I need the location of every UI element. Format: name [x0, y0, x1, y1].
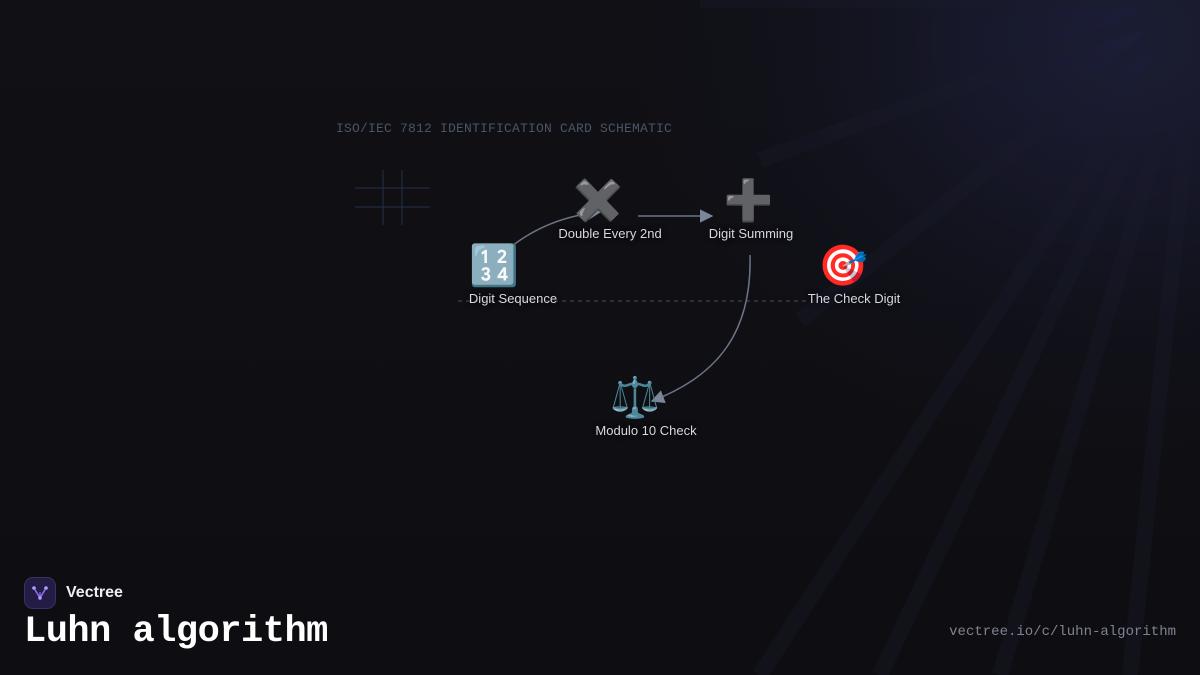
node-label-modulo-10-check: Modulo 10 Check	[595, 423, 697, 438]
input-numbers-icon: 🔢	[469, 243, 519, 289]
node-check-digit: 🎯 The Check Digit	[808, 243, 900, 306]
edge-summing-to-modulo	[650, 254, 751, 403]
brand: Vectree	[24, 577, 123, 609]
node-digit-summing: ➕ Digit Summing	[709, 178, 794, 241]
page-url[interactable]: vectree.io/c/luhn-algorithm	[949, 624, 1176, 640]
multiply-icon: ✖️	[573, 178, 623, 224]
vectree-logo-icon	[24, 577, 56, 609]
plus-icon: ➕	[723, 178, 774, 224]
grid-glyph	[355, 170, 430, 225]
node-digit-sequence: 🔢 Digit Sequence	[469, 243, 557, 306]
balance-scale-icon: ⚖️	[610, 375, 660, 421]
node-modulo-10-check: ⚖️ Modulo 10 Check	[595, 375, 696, 438]
node-label-double-every-2nd: Double Every 2nd	[558, 226, 662, 241]
node-label-check-digit: The Check Digit	[807, 291, 901, 306]
schematic-label: ISO/IEC 7812 IDENTIFICATION CARD SCHEMAT…	[336, 121, 673, 136]
page-title: Luhn algorithm	[24, 611, 328, 653]
brand-name: Vectree	[66, 584, 123, 601]
node-double-every-2nd: ✖️ Double Every 2nd	[558, 178, 661, 241]
node-label-digit-summing: Digit Summing	[708, 226, 794, 241]
edge-sequence-to-double	[497, 206, 602, 259]
target-icon: 🎯	[818, 243, 868, 289]
node-label-digit-sequence: Digit Sequence	[468, 291, 558, 306]
